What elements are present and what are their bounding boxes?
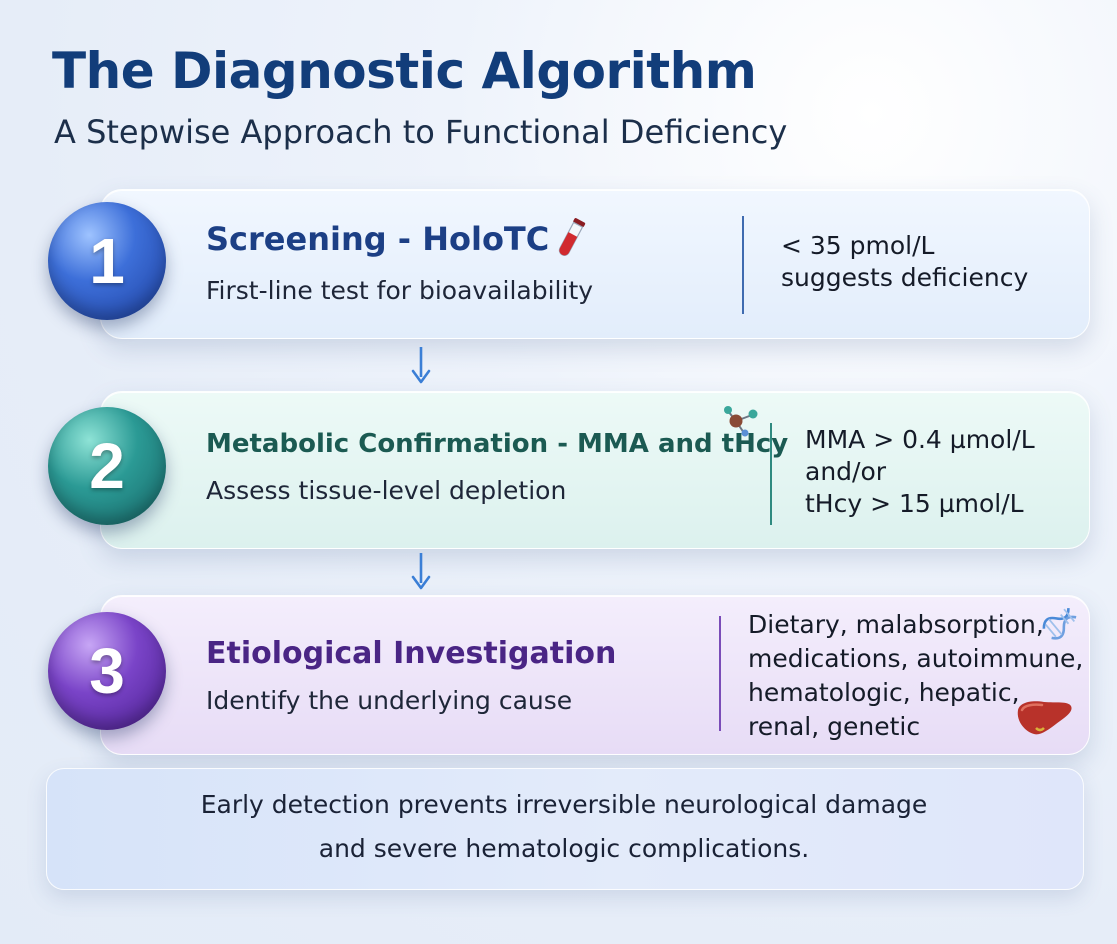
step-card-screening [100, 189, 1090, 339]
step-description: Identify the underlying cause [206, 686, 573, 715]
arrow-down-icon [411, 553, 431, 590]
criteria-line: suggests deficiency [781, 263, 1029, 292]
criteria-line: < 35 pmol/L [781, 231, 935, 260]
criteria-line: Dietary, malabsorption, [748, 610, 1044, 639]
molecule-icon [724, 406, 758, 437]
step-description: First-line test for bioavailability [206, 276, 594, 305]
step-card-metabolic-confirmation [100, 391, 1090, 549]
step-description: Assess tissue-level depletion [206, 476, 567, 505]
summary-banner [46, 768, 1084, 890]
divider [742, 216, 744, 314]
step-criteria: < 35 pmol/L suggests deficiency [781, 230, 1028, 294]
page-title: The Diagnostic Algorithm [52, 42, 757, 100]
criteria-line: tHcy > 15 µmol/L [805, 489, 1024, 518]
step-number: 2 [89, 430, 125, 502]
criteria-line: renal, genetic [748, 712, 921, 741]
step-card-etiological-investigation [100, 595, 1090, 755]
step-number-badge: 2 [48, 407, 166, 525]
step-title: Metabolic Confirmation - MMA and tHcy [206, 429, 789, 459]
arrow-down-icon [411, 347, 431, 384]
criteria-line: hematologic, hepatic, [748, 678, 1020, 707]
step-title: Etiological Investigation [206, 636, 617, 671]
divider [719, 616, 721, 731]
dna-icon [1042, 608, 1077, 640]
test-tube-icon [558, 218, 586, 256]
page-subtitle: A Stepwise Approach to Functional Defici… [54, 113, 788, 151]
step-number-badge: 3 [48, 612, 166, 730]
step-number: 1 [89, 225, 125, 297]
step-number: 3 [89, 635, 125, 707]
liver-icon [1017, 701, 1072, 735]
step-criteria: MMA > 0.4 µmol/L and/or tHcy > 15 µmol/L [805, 424, 1035, 520]
criteria-line: and/or [805, 457, 887, 486]
divider [770, 423, 772, 525]
step-title: Screening - HoloTC [206, 220, 550, 258]
step-number-badge: 1 [48, 202, 166, 320]
step-criteria: Dietary, malabsorption, medications, aut… [748, 608, 1083, 744]
summary-line: and severe hematologic complications. [318, 834, 810, 863]
criteria-line: medications, autoimmune, [748, 644, 1084, 673]
summary-line: Early detection prevents irreversible ne… [200, 790, 928, 819]
criteria-line: MMA > 0.4 µmol/L [805, 425, 1035, 454]
